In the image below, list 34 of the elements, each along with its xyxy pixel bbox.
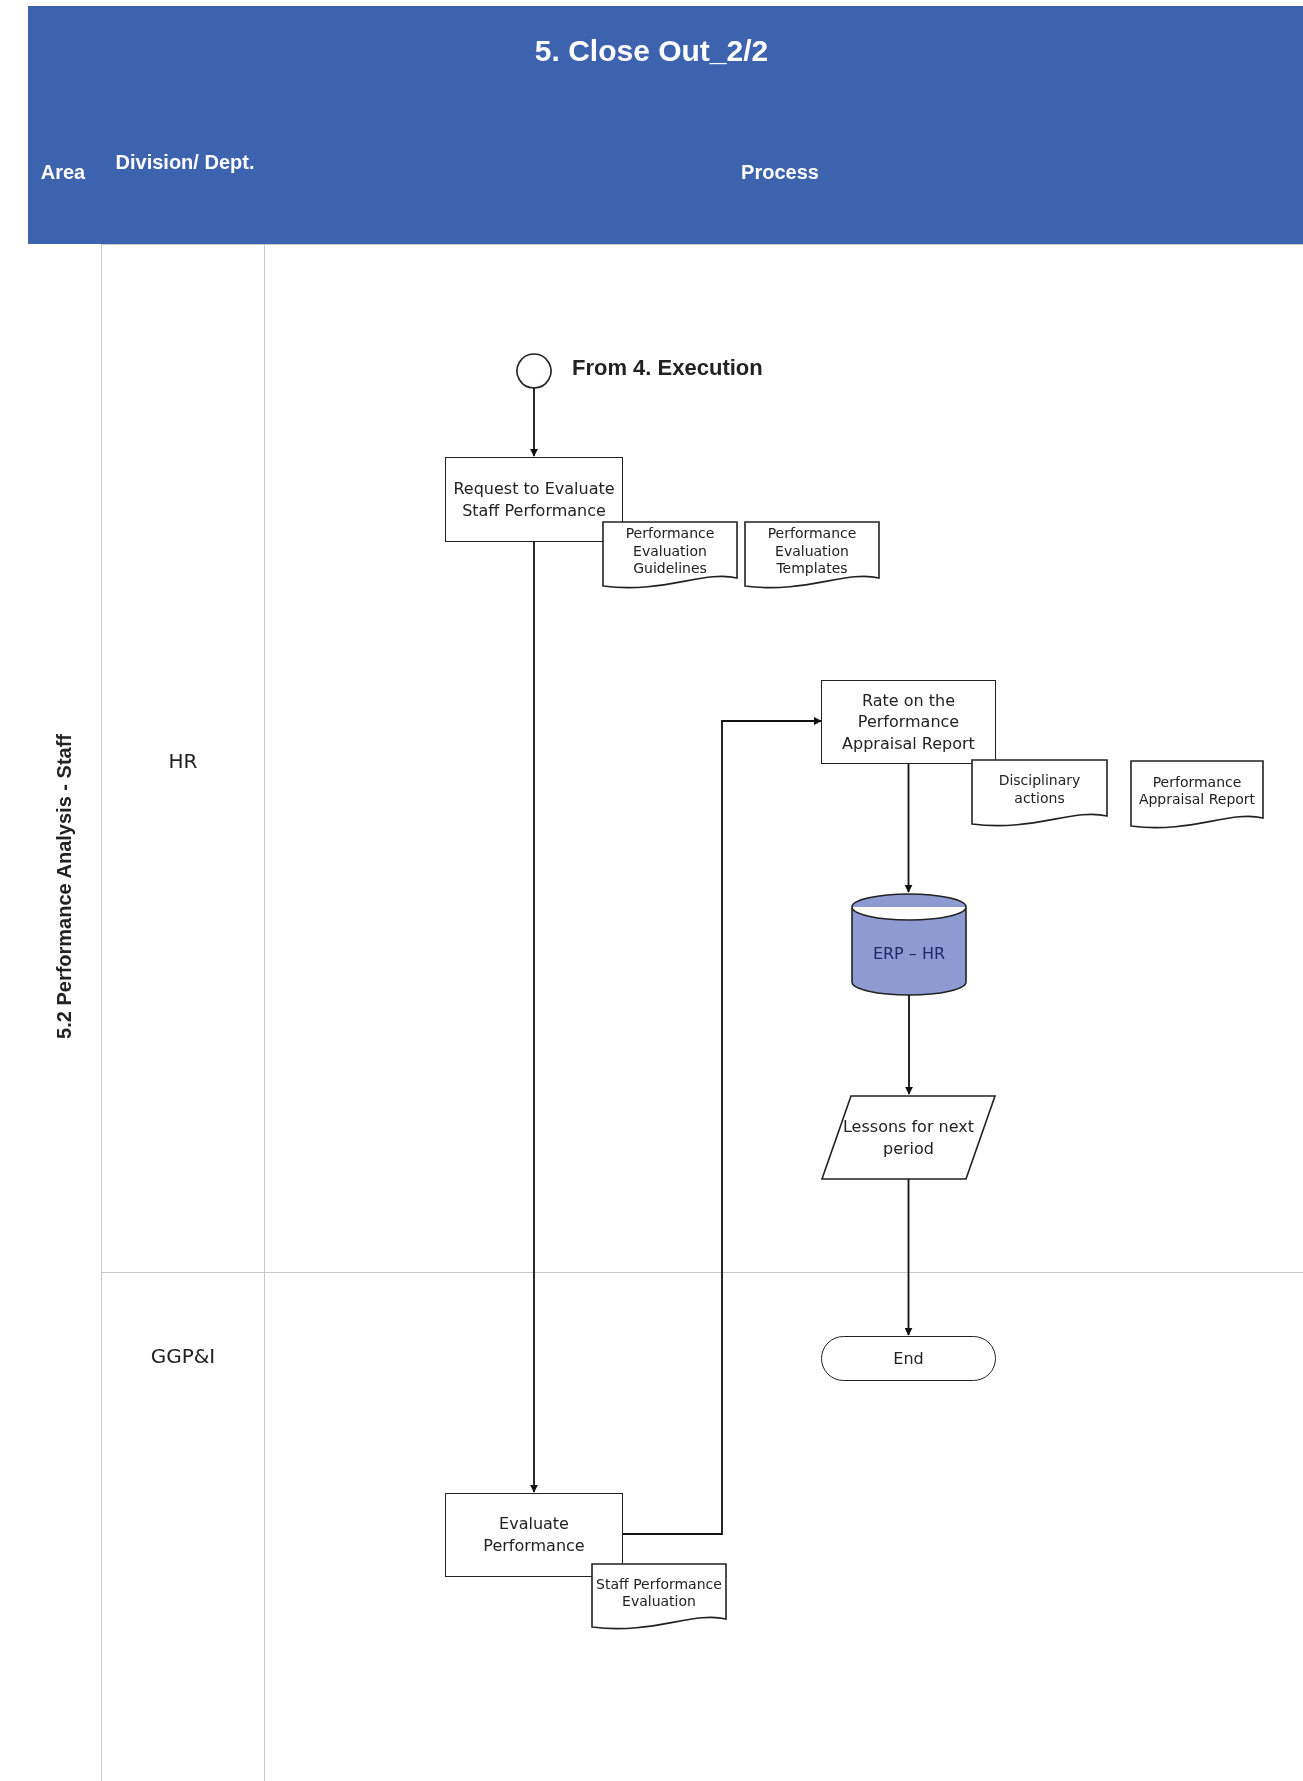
process-box <box>445 1493 623 1577</box>
arrow <box>904 1178 913 1336</box>
arrow <box>530 540 538 1493</box>
node-label: Rate on the Performance Appraisal Report <box>841 689 976 755</box>
node-label: End <box>893 1347 924 1370</box>
node-label: Performance Evaluation Templates <box>766 525 858 578</box>
swimlane <box>102 244 1303 1272</box>
node-label: Request to Evaluate Staff Performance <box>452 477 616 522</box>
node-label: Performance Evaluation Guidelines <box>624 525 716 578</box>
process-box <box>445 457 623 542</box>
arrow <box>622 717 822 1535</box>
arrow <box>905 994 913 1095</box>
process-box <box>821 680 996 764</box>
lane-label: HR <box>167 748 199 775</box>
node-caption: From 4. Execution <box>572 355 763 381</box>
database-cylinder <box>851 893 967 996</box>
area-label: 5.2 Performance Analysis - Staff <box>53 734 76 1039</box>
node-label: Disciplinary actions <box>997 772 1082 807</box>
title: 5. Close Out_2/2 <box>533 34 770 68</box>
arrow <box>530 387 538 457</box>
data-parallelogram <box>821 1095 996 1180</box>
node-label: ERP – HR <box>871 942 947 965</box>
arrow <box>904 762 913 893</box>
swimlane <box>102 1272 1303 1781</box>
column-header: Division/ Dept. <box>114 150 256 175</box>
terminator-pill <box>821 1336 996 1381</box>
node-label: Evaluate Performance <box>482 1513 586 1557</box>
column-header: Process <box>740 160 820 185</box>
column-header: Area <box>39 160 87 185</box>
connector-circle <box>516 353 552 389</box>
node-label: Lessons for next period <box>842 1115 975 1160</box>
lane-label: GGP&I <box>149 1343 217 1370</box>
node-label: Performance Appraisal Report <box>1137 773 1257 809</box>
node-label: Staff Performance Evaluation <box>595 1575 723 1611</box>
